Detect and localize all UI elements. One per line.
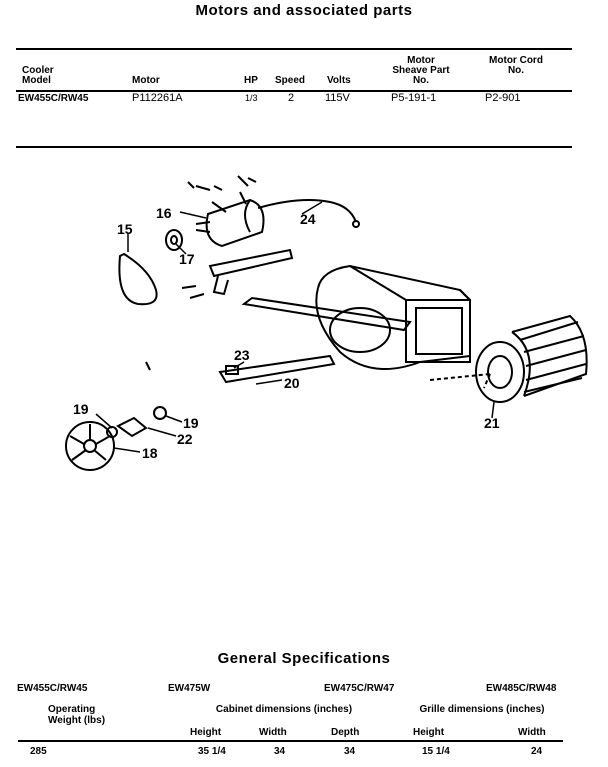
callout-19-right: 19 <box>183 415 199 431</box>
spec-grille-label: Grille dimensions (inches) <box>419 704 545 715</box>
callout-16: 16 <box>156 205 172 221</box>
row-motor: P112261A <box>132 92 183 104</box>
spec-model-2: EW475W <box>168 683 211 694</box>
header-speed: Speed <box>275 75 306 86</box>
header-cord: Motor Cord No. <box>489 55 543 76</box>
header-motor: Motor <box>132 75 160 86</box>
spec-cab-width-value: 34 <box>274 746 286 757</box>
spec-model-3: EW475C/RW47 <box>324 683 395 694</box>
row-volts: 115V <box>325 92 350 104</box>
motor-table <box>16 48 572 148</box>
row-speed: 2 <box>288 92 295 104</box>
spec-col-grille-width: Width <box>518 727 546 738</box>
callout-19-left: 19 <box>73 401 89 417</box>
row-cooler-model: EW455C/RW45 <box>18 93 89 104</box>
header-sheave: Motor Sheave Part No. <box>392 55 450 86</box>
callout-21: 21 <box>484 415 500 431</box>
general-specs-title: General Specifications <box>217 650 391 667</box>
table-header-divider <box>16 90 572 92</box>
spec-grille-height-value: 15 1/4 <box>422 746 450 757</box>
spec-col-grille-height: Height <box>413 727 445 738</box>
spec-col-cab-depth: Depth <box>331 727 360 738</box>
spec-operating-weight-label: Operating Weight (lbs) <box>48 704 106 726</box>
page-title: Motors and associated parts <box>195 2 413 19</box>
row-hp: 1/3 <box>245 93 258 103</box>
spec-divider <box>18 740 563 742</box>
exploded-parts-diagram: 16 15 17 24 23 20 19 19 22 18 21 <box>65 175 588 471</box>
callout-17: 17 <box>179 251 195 267</box>
spec-col-cab-width: Width <box>259 727 287 738</box>
spec-model-4: EW485C/RW48 <box>486 683 557 694</box>
spec-cabinet-label: Cabinet dimensions (inches) <box>215 704 353 715</box>
callout-22: 22 <box>177 431 193 447</box>
spec-col-cab-height: Height <box>190 727 222 738</box>
header-cooler-model: Cooler Model <box>22 65 54 86</box>
callout-23: 23 <box>234 347 250 363</box>
spec-grille-width-value: 24 <box>531 746 543 757</box>
row-sheave: P5-191-1 <box>391 92 437 104</box>
header-volts: Volts <box>327 75 351 86</box>
spec-weight-value: 285 <box>30 746 47 757</box>
row-cord: P2-901 <box>485 92 521 104</box>
spec-cab-height-value: 35 1/4 <box>198 746 226 757</box>
spec-cab-depth-value: 34 <box>344 746 356 757</box>
callout-20: 20 <box>284 375 300 391</box>
callout-24: 24 <box>300 211 316 227</box>
spec-model-1: EW455C/RW45 <box>17 683 88 694</box>
callout-18: 18 <box>142 445 158 461</box>
callout-15: 15 <box>117 221 133 237</box>
header-hp: HP <box>244 75 258 86</box>
